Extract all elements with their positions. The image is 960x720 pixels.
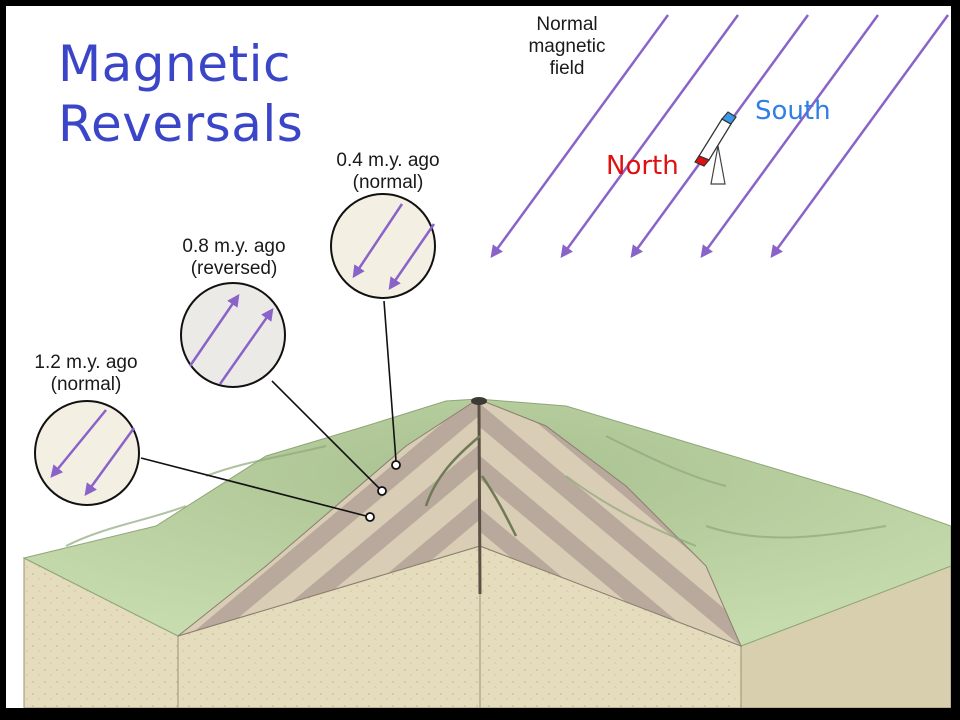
sample-age: 0.8 m.y. ago [182,236,286,257]
slide: Magnetic Reversals Normal magnetic field… [6,6,951,708]
sample-circle-reversed [180,282,286,388]
compass-needle-icon [694,111,737,185]
sample-circle-normal-recent [330,193,436,299]
callout-lines [140,300,397,518]
south-label: South [755,96,831,126]
sample-age: 0.4 m.y. ago [336,150,440,171]
sample-polarity: (normal) [352,172,424,193]
field-label-line-2: magnetic [528,36,606,57]
sample-points [365,460,401,522]
field-label-line-1: Normal [536,14,598,35]
title-line-2: Reversals [58,95,304,153]
north-label: North [606,151,679,181]
field-label: Normal magnetic field [512,14,622,80]
sample-label-1-2: 1.2 m.y. ago (normal) [16,352,156,396]
sample-label-0-4: 0.4 m.y. ago (normal) [318,150,458,194]
sample-age: 1.2 m.y. ago [34,352,138,373]
field-label-line-3: field [549,58,585,79]
page-title: Magnetic Reversals [58,34,303,154]
sample-polarity: (reversed) [190,258,278,279]
sample-label-0-8: 0.8 m.y. ago (reversed) [164,236,304,280]
ridge-illustration [22,14,951,708]
title-line-1: Magnetic [58,35,291,93]
sample-circle-normal-old [34,400,140,506]
sample-polarity: (normal) [50,374,122,395]
crust-block [22,397,951,708]
